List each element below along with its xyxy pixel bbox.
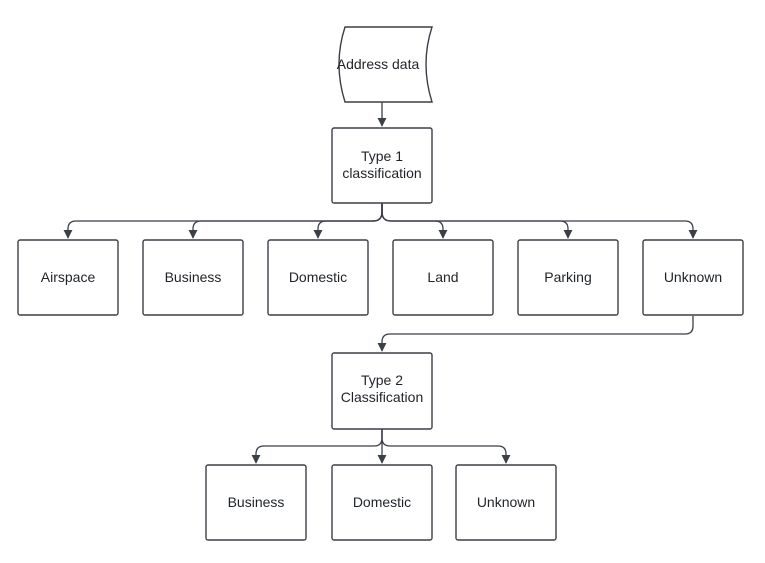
node-label: Unknown <box>664 269 722 285</box>
node-type1-classification: Type 1 classification <box>331 127 433 204</box>
node-label-line2: classification <box>342 165 421 181</box>
node-label-line1: Type 2 <box>361 372 403 388</box>
node-address-data: Address data <box>337 26 433 103</box>
process-box <box>517 239 619 316</box>
node-business: Business <box>142 239 244 316</box>
node-unknown: Unknown <box>642 239 744 316</box>
node-domestic-2: Domestic <box>331 464 433 541</box>
edges <box>63 102 698 464</box>
node-land: Land <box>392 239 494 316</box>
edge-type1-to-unknown <box>381 203 698 239</box>
node-airspace: Airspace <box>17 239 119 316</box>
process-box <box>205 464 307 541</box>
node-label-line2: Classification <box>341 389 423 405</box>
edge-type1-to-domestic <box>313 203 383 239</box>
process-box <box>331 127 433 204</box>
node-parking: Parking <box>517 239 619 316</box>
node-label: Parking <box>544 269 591 285</box>
node-label: Address data <box>337 56 420 72</box>
node-domestic: Domestic <box>267 239 369 316</box>
process-box <box>331 352 433 430</box>
node-business-2: Business <box>205 464 307 541</box>
process-box <box>392 239 494 316</box>
node-label: Domestic <box>353 494 411 510</box>
node-label: Domestic <box>289 269 347 285</box>
edge-unknown-to-type2 <box>377 316 694 352</box>
process-box <box>642 239 744 316</box>
process-box <box>331 464 433 541</box>
node-label-line1: Type 1 <box>361 148 403 164</box>
node-type2-classification: Type 2 Classification <box>331 352 433 430</box>
process-box <box>142 239 244 316</box>
node-label: Business <box>228 494 285 510</box>
node-label: Land <box>427 269 458 285</box>
node-unknown-2: Unknown <box>455 464 557 541</box>
node-label: Airspace <box>41 269 96 285</box>
node-label: Business <box>165 269 222 285</box>
node-label: Unknown <box>477 494 535 510</box>
edge-type2-to-business <box>251 429 383 464</box>
process-box <box>17 239 119 316</box>
process-box <box>267 239 369 316</box>
stored-data-shape <box>338 26 433 103</box>
process-box <box>455 464 557 541</box>
edge-type2-to-unknown <box>381 429 511 464</box>
